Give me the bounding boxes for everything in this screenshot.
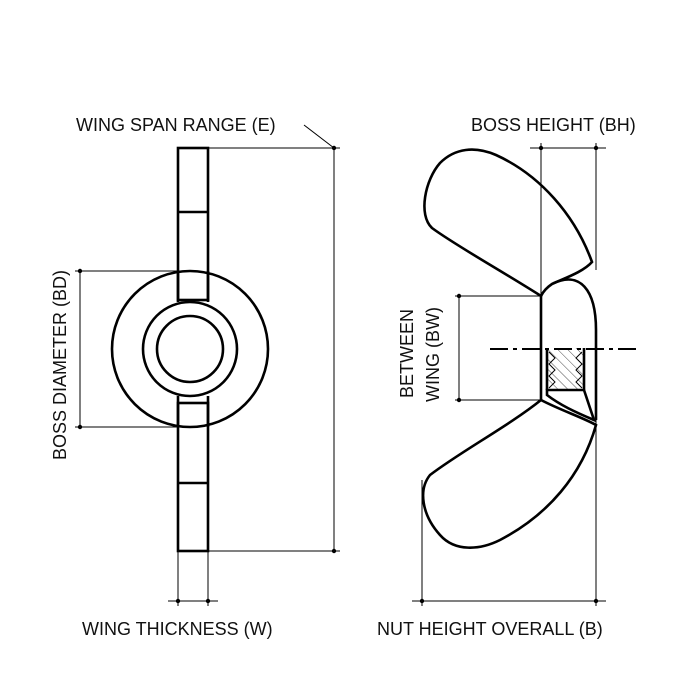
bore-circle (155, 314, 225, 384)
upper-wing-side (423, 148, 594, 298)
wing-thickness-label: WING THICKNESS (W) (82, 619, 273, 639)
front-view (110, 146, 270, 553)
boss-height-label: BOSS HEIGHT (BH) (471, 115, 636, 135)
nut-height-dimension: NUT HEIGHT OVERALL (B) (377, 420, 606, 639)
lower-wing (176, 401, 210, 553)
boss-diameter-dimension: BOSS DIAMETER (BD) (50, 268, 190, 460)
lower-wing-side (421, 398, 598, 549)
upper-wing (176, 146, 210, 302)
nut-height-label: NUT HEIGHT OVERALL (B) (377, 619, 603, 639)
wing-span-dimension: WING SPAN RANGE (E) (76, 115, 340, 554)
boss-diameter-label: BOSS DIAMETER (BD) (50, 270, 70, 460)
boss-height-dimension: BOSS HEIGHT (BH) (471, 115, 636, 296)
boss-inner-circle (141, 300, 239, 398)
between-label-line1: BETWEEN (397, 309, 417, 398)
wing-thickness-dimension: WING THICKNESS (W) (82, 551, 273, 639)
wing-span-label: WING SPAN RANGE (E) (76, 115, 276, 135)
between-wing-dimension: BETWEEN WING (BW) (397, 293, 541, 403)
between-label-line2: WING (BW) (423, 307, 443, 402)
side-view (421, 148, 636, 549)
